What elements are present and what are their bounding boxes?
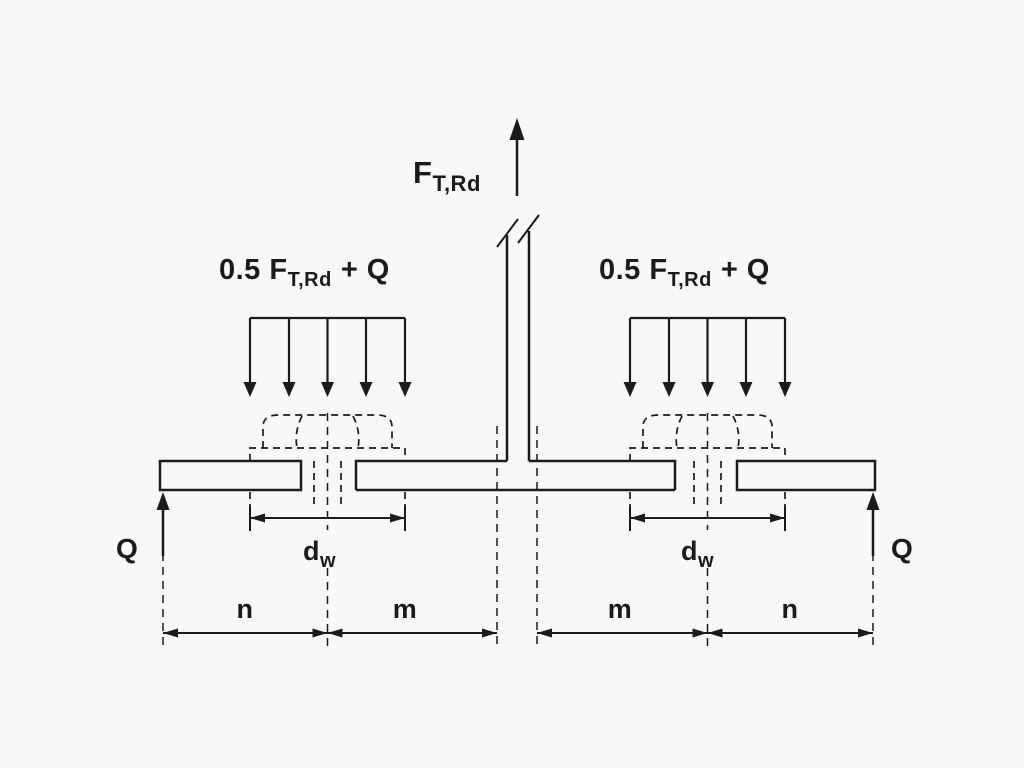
left-dim-arrowhead-icon: [327, 628, 343, 638]
bottom-dimensions-right: m n: [537, 594, 873, 638]
right-bolt-load: 0.5 FT,Rd + Q: [599, 254, 792, 397]
left-load-label-tail: + Q: [341, 254, 390, 286]
left-bolt-head-facet-left: [295, 415, 303, 449]
flange-right-segment: [735, 459, 877, 492]
dw-left-label: dw: [303, 536, 336, 572]
tension-force-arrowhead-icon: [509, 118, 525, 140]
right-load-label-tail: + Q: [721, 254, 770, 286]
right-prying-label: Q: [891, 533, 913, 564]
flange-center-segment: [354, 459, 677, 492]
left-dim-arrowhead-icon: [312, 628, 328, 638]
right-dim-arrowhead-icon: [707, 628, 723, 638]
web-break-mark-left: [496, 218, 519, 248]
right-dim-arrowhead-icon: [692, 628, 708, 638]
right-dim-arrowhead-icon: [537, 628, 552, 638]
tension-force-label-main: F: [413, 155, 432, 190]
tension-force-label: FT,Rd: [413, 155, 481, 196]
dw-dimension-right: dw: [629, 506, 786, 572]
dw-left-arrowhead-icon: [390, 513, 405, 523]
bottom-dimensions-left: n m: [163, 594, 497, 638]
right-dim-n-label: n: [782, 594, 799, 624]
left-load-arrowhead-icon: [282, 382, 296, 397]
right-load-arrowhead-icon: [623, 382, 637, 397]
right-load-label-sub: T,Rd: [668, 269, 712, 291]
dw-right-arrowhead-icon: [770, 513, 785, 523]
right-load-arrowhead-icon: [778, 382, 792, 397]
dw-dimension-left: dw: [249, 506, 406, 572]
right-dim-m-label: m: [608, 594, 633, 624]
left-bolt-head: [262, 414, 393, 448]
t-stub-web: [496, 214, 540, 461]
left-prying-label: Q: [116, 533, 138, 564]
dw-right-label-main: d: [681, 536, 698, 566]
right-prying-arrowhead-icon: [866, 492, 880, 510]
tension-force: FT,Rd: [413, 118, 525, 196]
left-dim-n-label: n: [237, 594, 254, 624]
right-load-label-main: 0.5 F: [599, 254, 668, 286]
left-prying-force: Q: [116, 492, 170, 564]
right-bolt-head-facet-right: [732, 415, 740, 449]
left-dim-arrowhead-icon: [482, 628, 497, 638]
right-load-arrowhead-icon: [662, 382, 676, 397]
left-prying-arrowhead-icon: [156, 492, 170, 510]
dw-left-arrowhead-icon: [250, 513, 265, 523]
right-load-arrowhead-icon: [739, 382, 753, 397]
flange-left-segment: [158, 459, 303, 492]
right-bolt-head: [642, 414, 773, 448]
right-load-arrowhead-icon: [701, 382, 714, 397]
dw-right-label: dw: [681, 536, 714, 572]
left-load-label-sub: T,Rd: [288, 269, 332, 291]
web-break-mark-right: [517, 214, 540, 244]
tension-force-label-sub: T,Rd: [432, 171, 480, 196]
centerlines: [162, 413, 874, 646]
right-dim-arrowhead-icon: [858, 628, 873, 638]
dw-left-label-sub: w: [319, 550, 336, 572]
right-bolt-head-facet-left: [675, 415, 683, 449]
left-dim-arrowhead-icon: [163, 628, 178, 638]
dw-left-label-main: d: [303, 536, 320, 566]
dw-right-label-sub: w: [697, 550, 714, 572]
right-prying-force: Q: [866, 492, 913, 564]
left-bolt-head-facet-right: [352, 415, 360, 449]
left-dim-m-label: m: [393, 594, 418, 624]
right-load-label: 0.5 FT,Rd + Q: [599, 254, 770, 291]
left-load-label-main: 0.5 F: [219, 254, 288, 286]
left-load-label: 0.5 FT,Rd + Q: [219, 254, 390, 291]
left-load-arrowhead-icon: [243, 382, 257, 397]
t-stub-flange: [158, 459, 877, 492]
left-load-arrowhead-icon: [359, 382, 373, 397]
left-load-arrowhead-icon: [398, 382, 412, 397]
left-bolt-load: 0.5 FT,Rd + Q: [219, 254, 412, 397]
left-load-arrowhead-icon: [321, 382, 334, 397]
dw-right-arrowhead-icon: [630, 513, 645, 523]
